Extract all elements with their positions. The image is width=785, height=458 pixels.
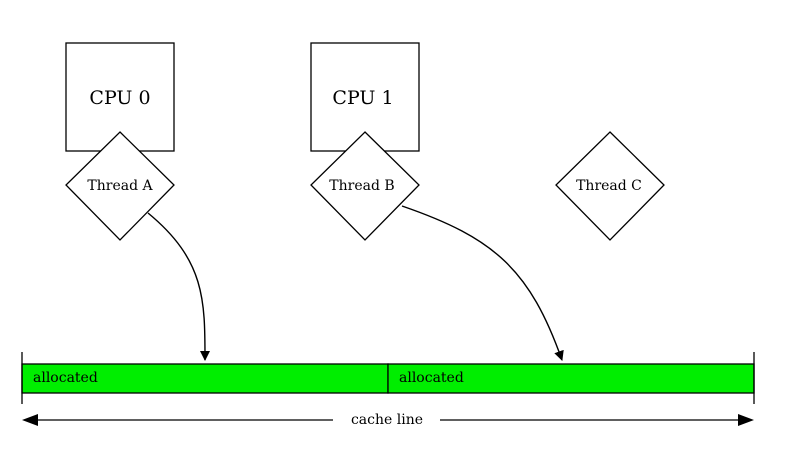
thread-c-label: Thread C [576, 178, 642, 194]
span-arrowhead-left [22, 414, 38, 426]
thread-a: Thread A [65, 131, 175, 241]
cache-segment-left-label: allocated [33, 370, 98, 386]
thread-c: Thread C [555, 131, 665, 241]
thread-a-diamond [65, 131, 175, 241]
thread-b: Thread B [310, 131, 420, 241]
cache-line-span: cache line [22, 412, 754, 428]
cpu-0-label: CPU 0 [89, 87, 150, 109]
cache-segment-right [387, 363, 755, 394]
span-arrowhead-right [738, 414, 754, 426]
thread-c-diamond [555, 131, 665, 241]
cache-segment-right-label: allocated [399, 370, 464, 386]
thread-a-arrow [147, 212, 210, 361]
cache-line-label: cache line [351, 412, 423, 428]
thread-b-label: Thread B [329, 178, 394, 194]
thread-b-diamond [310, 131, 420, 241]
cache-line-bar: allocated allocated [21, 363, 755, 394]
cpu-1-label: CPU 1 [332, 87, 393, 109]
thread-b-arrow [401, 205, 564, 361]
thread-a-label: Thread A [87, 178, 153, 194]
